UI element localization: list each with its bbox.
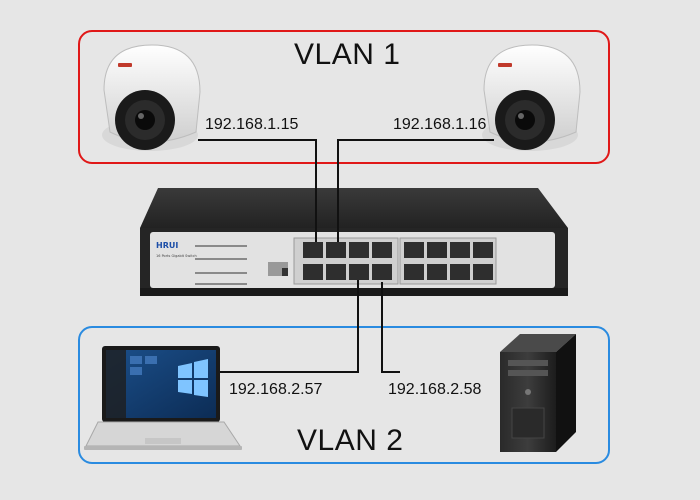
vlan1-title: VLAN 1 [294, 38, 401, 71]
network-switch-icon: HRUI 16 Ports Gigabit Switch [140, 188, 568, 296]
desktop-ip-label: 192.168.2.58 [388, 381, 482, 398]
dome-camera-icon [482, 44, 581, 151]
laptop-icon [84, 346, 242, 450]
cable-lines [198, 139, 494, 373]
dome-camera-icon [102, 44, 201, 151]
cable-camera2 [337, 139, 494, 242]
camera1-ip-label: 192.168.1.15 [205, 116, 299, 133]
laptop-ip-label: 192.168.2.57 [229, 381, 323, 398]
vlan2-title: VLAN 2 [297, 424, 404, 457]
vlan2-group [78, 326, 610, 464]
camera2-ip-label: 192.168.1.16 [393, 116, 487, 133]
desktop-tower-icon [500, 334, 576, 452]
cable-camera1 [198, 139, 317, 242]
cable-laptop [220, 280, 359, 373]
cable-desktop [381, 282, 400, 373]
switch-model: 16 Ports Gigabit Switch [156, 254, 197, 258]
switch-brand: HRUI [156, 241, 178, 250]
vlan1-group [78, 30, 610, 164]
